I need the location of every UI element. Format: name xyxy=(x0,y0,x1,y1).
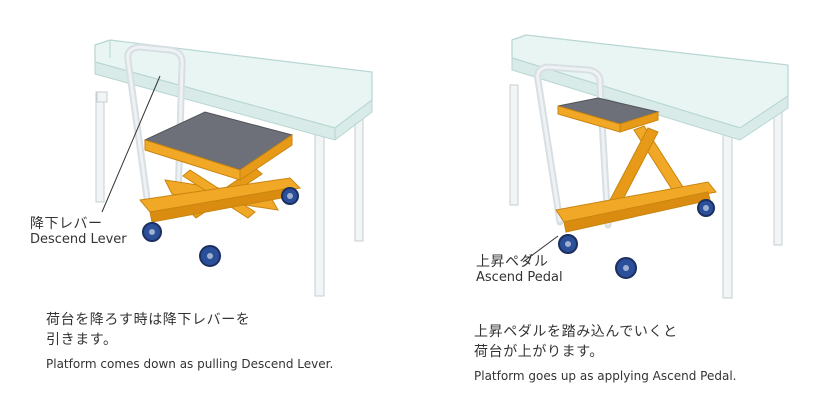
glass-case xyxy=(94,39,373,141)
scissor-frame xyxy=(139,167,302,223)
ascend-caption-jp-2: 荷台が上がります。 xyxy=(474,344,604,360)
cart-wheels xyxy=(558,199,715,279)
glass-case xyxy=(511,34,789,141)
cart-handle xyxy=(536,65,610,226)
ascend-caption: 上昇ペダルを踏み込んでいくと 荷台が上がります。 Platform goes u… xyxy=(474,322,736,384)
descend-lever-label-jp: 降下レバー xyxy=(30,216,103,232)
cart-platform xyxy=(143,111,294,181)
ascend-panel: 上昇ペダル Ascend Pedal 上昇ペダルを踏み込んでいくと 荷台が上がり… xyxy=(408,0,815,400)
descend-caption: 荷台を降ろす時は降下レバーを 引きます。 Platform comes down… xyxy=(46,310,333,372)
ascend-caption-jp-1: 上昇ペダルを踏み込んでいくと xyxy=(474,324,678,340)
descend-caption-jp-2: 引きます。 xyxy=(46,332,118,348)
cart-wheels xyxy=(142,187,299,267)
descend-caption-en: Platform comes down as pulling Descend L… xyxy=(46,357,334,371)
descend-caption-jp-1: 荷台を降ろす時は降下レバーを xyxy=(46,312,251,328)
descend-lever-callout: 降下レバー Descend Lever xyxy=(30,216,127,248)
ascend-pedal-label-jp: 上昇ペダル xyxy=(476,254,549,270)
descend-panel: 降下レバー Descend Lever 荷台を降ろす時は降下レバーを 引きます。… xyxy=(30,39,373,372)
ascend-leader-line xyxy=(522,235,559,263)
descend-lever-label-en: Descend Lever xyxy=(30,232,127,247)
cart-platform xyxy=(557,97,660,133)
ascend-illustration xyxy=(509,34,789,299)
ascend-pedal-label-en: Ascend Pedal xyxy=(476,270,563,285)
ascend-caption-en: Platform goes up as applying Ascend Peda… xyxy=(474,369,737,383)
descend-illustration xyxy=(94,39,373,297)
scissor-frame xyxy=(555,125,717,233)
ascend-pedal-callout: 上昇ペダル Ascend Pedal xyxy=(476,254,563,286)
descend-leader-line xyxy=(101,75,161,213)
